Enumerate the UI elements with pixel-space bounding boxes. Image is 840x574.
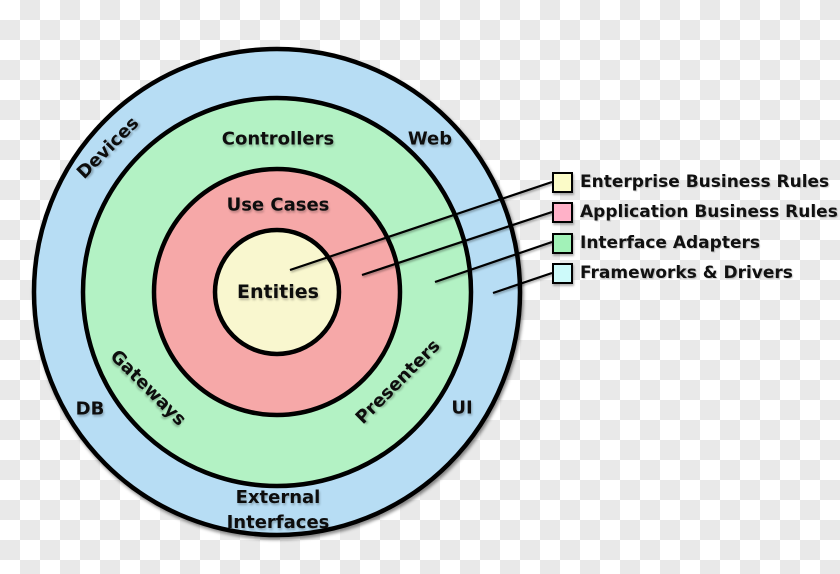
legend-label-application: Application Business Rules xyxy=(580,202,838,222)
label-external-interfaces: External Interfaces xyxy=(227,485,330,535)
connector-line-application xyxy=(361,210,553,277)
legend-row-application: Application Business Rules xyxy=(552,201,838,223)
connector-line-enterprise xyxy=(289,180,553,272)
legend-row-enterprise: Enterprise Business Rules xyxy=(552,171,829,193)
legend-row-frameworks: Frameworks & Drivers xyxy=(552,262,793,284)
legend-swatch-frameworks xyxy=(552,262,573,284)
legend-label-enterprise: Enterprise Business Rules xyxy=(580,172,830,192)
legend-label-frameworks: Frameworks & Drivers xyxy=(580,263,793,283)
legend-swatch-adapters xyxy=(552,232,573,254)
connector-line-frameworks xyxy=(492,271,553,295)
label-external-interfaces-line1: External xyxy=(235,487,321,508)
label-controllers: Controllers xyxy=(221,128,335,150)
legend-label-adapters: Interface Adapters xyxy=(580,233,760,253)
legend-swatch-application xyxy=(552,201,573,223)
label-db: DB xyxy=(75,398,105,420)
legend-swatch-enterprise xyxy=(552,171,573,193)
label-ui: UI xyxy=(451,397,473,419)
label-web: Web xyxy=(407,128,453,150)
label-entities: Entities xyxy=(237,281,319,303)
legend-row-adapters: Interface Adapters xyxy=(552,232,760,254)
label-use-cases: Use Cases xyxy=(226,194,330,216)
label-external-interfaces-line2: Interfaces xyxy=(226,512,330,533)
connector-line-adapters xyxy=(434,240,553,284)
